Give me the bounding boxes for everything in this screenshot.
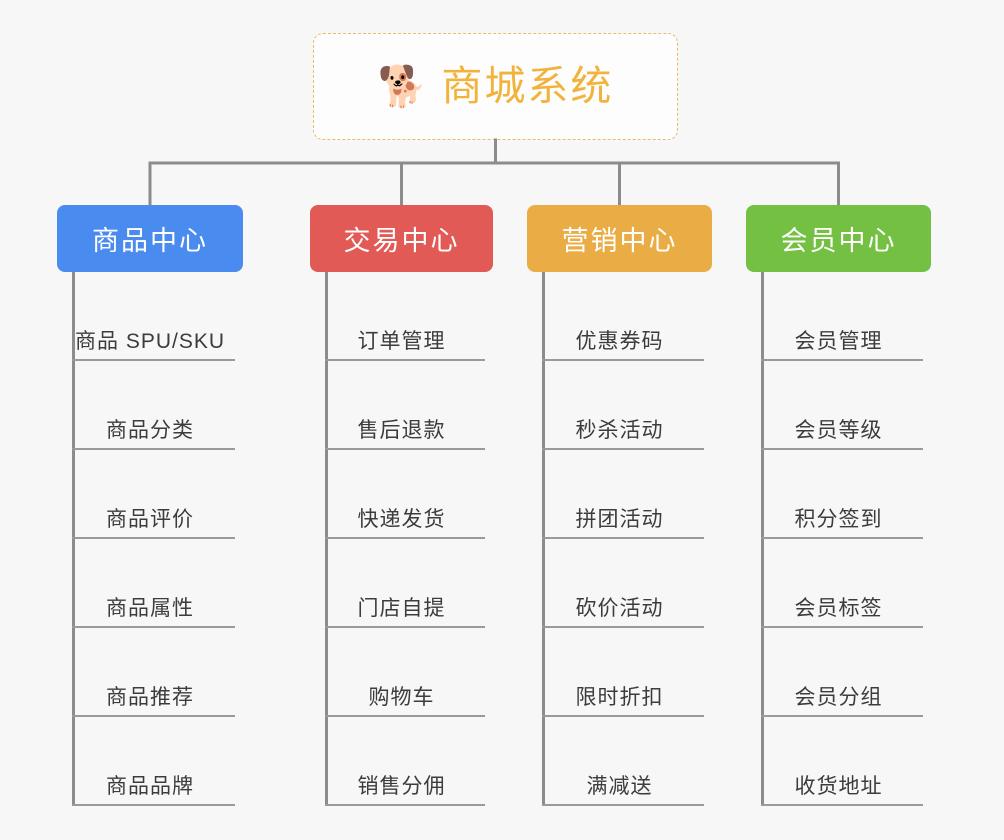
leaf-spine	[542, 272, 545, 806]
leaf-item[interactable]: 砍价活动	[527, 539, 712, 628]
leaf-underline	[761, 804, 923, 806]
leaf-underline	[542, 715, 704, 717]
leaf-list-trade-center: 订单管理售后退款快递发货门店自提购物车销售分佣	[310, 272, 493, 806]
leaf-spine	[761, 272, 764, 806]
leaf-item-label: 商品分类	[106, 419, 194, 442]
leaf-list-marketing-center: 优惠券码秒杀活动拼团活动砍价活动限时折扣满减送	[527, 272, 712, 806]
leaf-item[interactable]: 满减送	[527, 717, 712, 806]
leaf-underline	[72, 359, 235, 361]
leaf-item-label: 会员分组	[794, 686, 883, 709]
leaf-item-label: 销售分佣	[357, 775, 446, 798]
leaf-underline	[325, 715, 485, 717]
leaf-item[interactable]: 商品品牌	[57, 717, 243, 806]
root-title: 商城系统	[441, 63, 614, 109]
leaf-underline	[761, 626, 923, 628]
category-label: 交易中心	[343, 226, 460, 256]
category-box-product-center[interactable]: 商品中心	[57, 205, 243, 272]
leaf-item[interactable]: 会员管理	[746, 272, 931, 361]
leaf-spine	[325, 272, 328, 806]
leaf-item-label: 会员管理	[794, 330, 883, 353]
column-marketing-center: 营销中心优惠券码秒杀活动拼团活动砍价活动限时折扣满减送	[527, 205, 712, 806]
leaf-item-label: 商品属性	[106, 597, 194, 620]
leaf-item-label: 订单管理	[357, 330, 446, 353]
leaf-item[interactable]: 商品分类	[57, 361, 243, 450]
leaf-item[interactable]: 商品 SPU/SKU	[57, 272, 243, 361]
leaf-item-label: 售后退款	[357, 419, 446, 442]
leaf-item-label: 收货地址	[794, 775, 883, 798]
leaf-item-label: 砍价活动	[575, 597, 664, 620]
category-label: 商品中心	[92, 226, 208, 256]
leaf-item[interactable]: 商品属性	[57, 539, 243, 628]
category-box-member-center[interactable]: 会员中心	[746, 205, 931, 272]
leaf-list-product-center: 商品 SPU/SKU 商品分类商品评价商品属性商品推荐商品品牌	[57, 272, 243, 806]
leaf-list-member-center: 会员管理会员等级积分签到会员标签会员分组收货地址	[746, 272, 931, 806]
leaf-underline	[325, 626, 485, 628]
leaf-item[interactable]: 售后退款	[310, 361, 493, 450]
leaf-item-label: 拼团活动	[575, 508, 664, 531]
leaf-item-label: 商品 SPU/SKU	[74, 330, 226, 353]
leaf-underline	[325, 537, 485, 539]
leaf-item-label: 购物车	[368, 686, 435, 709]
shiba-dog-icon: 🐕	[377, 64, 428, 109]
category-label: 会员中心	[780, 226, 897, 256]
leaf-item-label: 商品评价	[106, 508, 194, 531]
leaf-item[interactable]: 秒杀活动	[527, 361, 712, 450]
leaf-underline	[72, 626, 235, 628]
leaf-item[interactable]: 限时折扣	[527, 628, 712, 717]
leaf-item[interactable]: 优惠券码	[527, 272, 712, 361]
leaf-item-label: 会员等级	[794, 419, 883, 442]
leaf-underline	[761, 359, 923, 361]
leaf-underline	[761, 715, 923, 717]
column-member-center: 会员中心会员管理会员等级积分签到会员标签会员分组收货地址	[746, 205, 931, 806]
leaf-underline	[325, 448, 485, 450]
leaf-item[interactable]: 拼团活动	[527, 450, 712, 539]
leaf-item[interactable]: 会员等级	[746, 361, 931, 450]
leaf-item[interactable]: 快递发货	[310, 450, 493, 539]
leaf-spine	[72, 272, 75, 806]
leaf-item[interactable]: 收货地址	[746, 717, 931, 806]
leaf-underline	[542, 804, 704, 806]
leaf-underline	[325, 804, 485, 806]
leaf-item-label: 商品品牌	[106, 775, 194, 798]
column-trade-center: 交易中心订单管理售后退款快递发货门店自提购物车销售分佣	[310, 205, 493, 806]
leaf-underline	[72, 715, 235, 717]
leaf-item-label: 会员标签	[794, 597, 883, 620]
leaf-item-label: 秒杀活动	[575, 419, 664, 442]
category-box-marketing-center[interactable]: 营销中心	[527, 205, 712, 272]
leaf-item-label: 快递发货	[357, 508, 446, 531]
leaf-underline	[761, 448, 923, 450]
leaf-underline	[72, 804, 235, 806]
leaf-item[interactable]: 商品推荐	[57, 628, 243, 717]
leaf-item[interactable]: 购物车	[310, 628, 493, 717]
leaf-underline	[542, 359, 704, 361]
leaf-item[interactable]: 商品评价	[57, 450, 243, 539]
leaf-item[interactable]: 会员标签	[746, 539, 931, 628]
leaf-underline	[761, 537, 923, 539]
leaf-underline	[72, 448, 235, 450]
leaf-underline	[542, 448, 704, 450]
column-product-center: 商品中心商品 SPU/SKU 商品分类商品评价商品属性商品推荐商品品牌	[57, 205, 243, 806]
leaf-item-label: 门店自提	[357, 597, 446, 620]
leaf-underline	[325, 359, 485, 361]
leaf-item-label: 优惠券码	[575, 330, 664, 353]
leaf-item-label: 积分签到	[794, 508, 883, 531]
leaf-underline	[72, 537, 235, 539]
root-node[interactable]: 🐕 商城系统	[313, 33, 678, 140]
leaf-item-label: 满减送	[586, 775, 653, 798]
category-box-trade-center[interactable]: 交易中心	[310, 205, 493, 272]
leaf-item[interactable]: 销售分佣	[310, 717, 493, 806]
leaf-item-label: 限时折扣	[575, 686, 664, 709]
leaf-item[interactable]: 积分签到	[746, 450, 931, 539]
leaf-item-label: 商品推荐	[106, 686, 194, 709]
leaf-item[interactable]: 订单管理	[310, 272, 493, 361]
leaf-item[interactable]: 会员分组	[746, 628, 931, 717]
leaf-underline	[542, 537, 704, 539]
category-label: 营销中心	[561, 226, 678, 256]
leaf-underline	[542, 626, 704, 628]
leaf-item[interactable]: 门店自提	[310, 539, 493, 628]
